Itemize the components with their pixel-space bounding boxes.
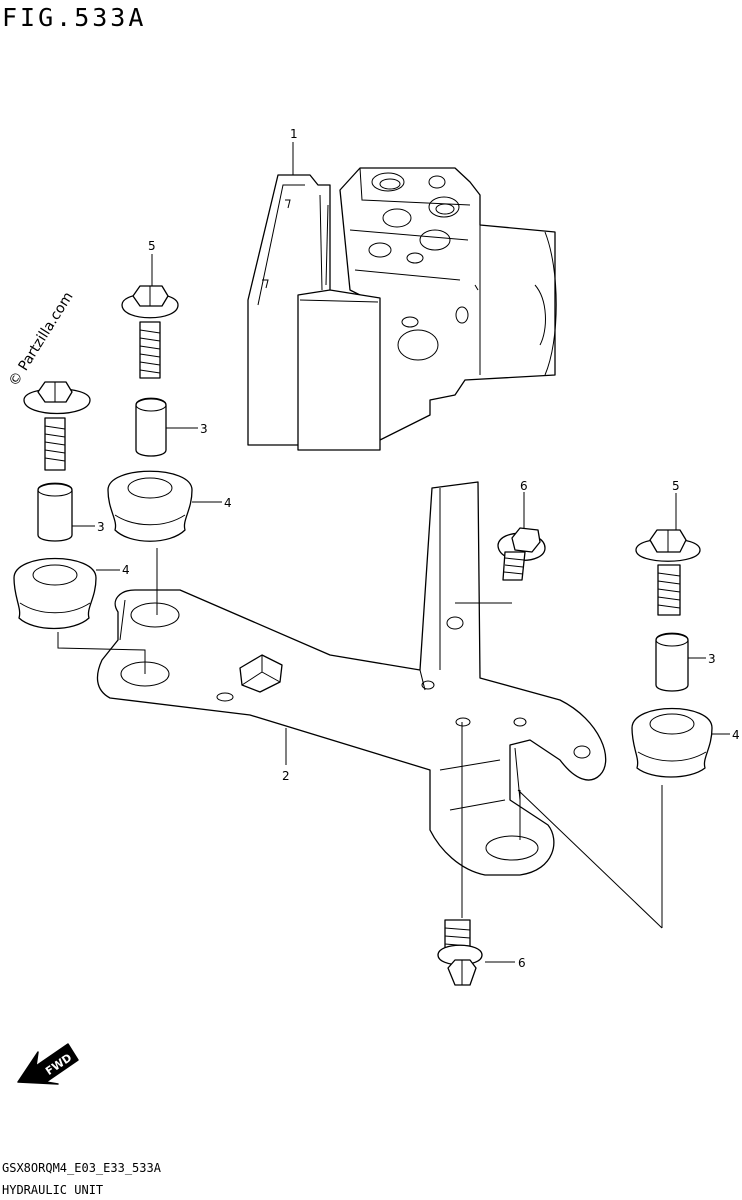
callout-4-right: 4 — [732, 728, 740, 742]
collar-3-left[interactable] — [37, 482, 73, 542]
callout-6-lower: 6 — [518, 956, 526, 970]
parts-diagram: 1 2 3 3 3 4 4 4 5 5 6 6 FWD — [13, 127, 740, 1085]
callout-3-right: 3 — [708, 652, 716, 666]
callout-4-upper: 4 — [224, 496, 232, 510]
figure-name: HYDRAULIC UNIT — [2, 1183, 104, 1197]
callout-4-left: 4 — [122, 563, 130, 577]
leader-lines — [57, 142, 730, 963]
bolt-5-right[interactable] — [635, 529, 701, 616]
bolt-6-upper[interactable] — [497, 527, 546, 581]
cushion-4-right[interactable] — [631, 707, 713, 778]
bracket[interactable] — [96, 481, 607, 876]
bolt-6-lower[interactable] — [437, 919, 483, 986]
callout-3-upper: 3 — [200, 422, 208, 436]
callout-5-left: 5 — [148, 239, 156, 253]
callout-3-left: 3 — [97, 520, 105, 534]
cushion-4-upper[interactable] — [107, 470, 193, 542]
hydraulic-unit[interactable] — [247, 167, 557, 451]
bolt-5-left[interactable] — [121, 285, 179, 379]
fwd-arrow-icon: FWD — [17, 1043, 79, 1085]
callout-5-right: 5 — [672, 479, 680, 493]
collar-3-right[interactable] — [655, 632, 689, 692]
callout-2: 2 — [282, 769, 290, 783]
collar-3-upper[interactable] — [135, 397, 167, 457]
callout-1: 1 — [290, 127, 298, 141]
bolt-5-far-left[interactable] — [23, 381, 91, 471]
figure-title: FIG.533A — [2, 3, 147, 32]
figure-code: GSX8ORQM4_E03_E33_533A — [2, 1161, 161, 1175]
callout-6-upper: 6 — [520, 479, 528, 493]
cushion-4-left[interactable] — [13, 557, 97, 630]
